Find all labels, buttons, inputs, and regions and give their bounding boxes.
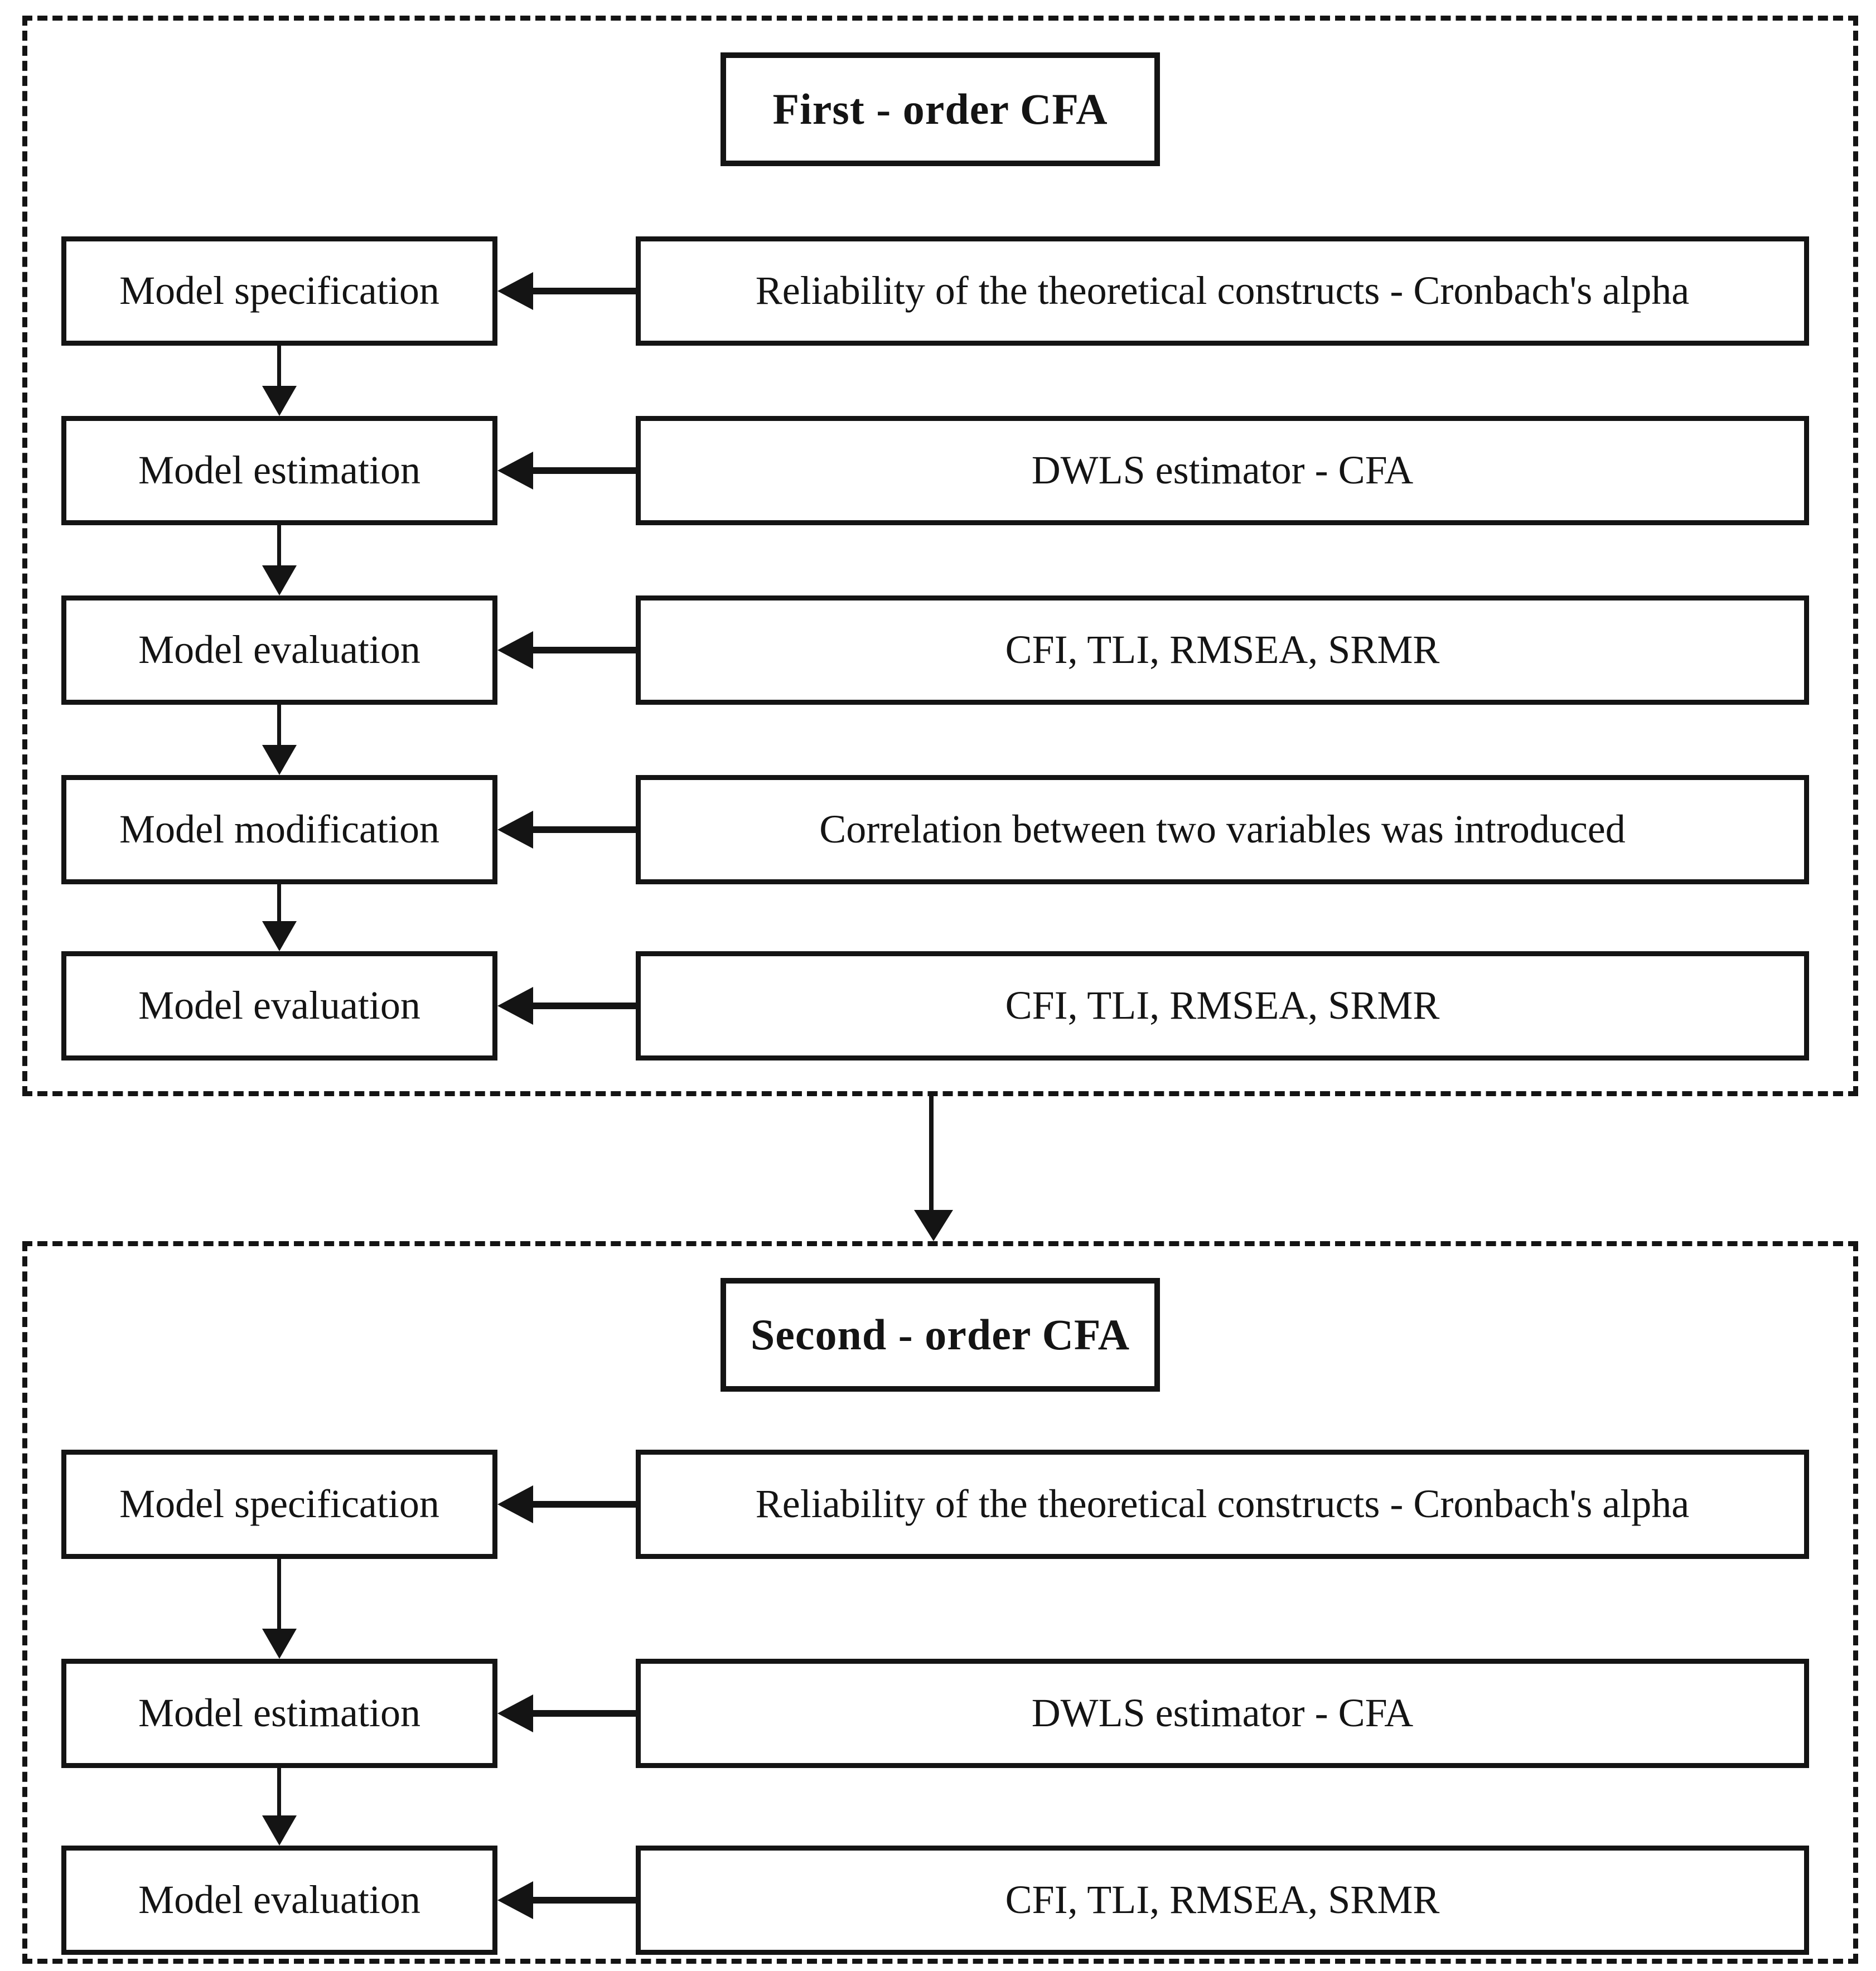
second-input-label-1: Reliability of the theoretical construct… — [755, 1481, 1690, 1527]
vertical-arrow-line — [277, 525, 281, 568]
horizontal-arrow-line — [531, 1003, 636, 1009]
second-step-label-3: Model evaluation — [138, 1877, 420, 1922]
down-arrowhead-icon — [262, 921, 297, 951]
first-order-title-box: First - order CFA — [721, 52, 1160, 166]
left-arrowhead-icon — [497, 452, 533, 490]
vertical-arrow-line — [277, 1768, 281, 1818]
first-input-box-5: CFI, TLI, RMSEA, SRMR — [636, 951, 1809, 1060]
second-step-box-3: Model evaluation — [61, 1846, 497, 1955]
first-input-box-2: DWLS estimator - CFA — [636, 416, 1809, 525]
vertical-arrow-line — [277, 346, 281, 388]
vertical-arrow-line — [277, 705, 281, 747]
first-input-label-2: DWLS estimator - CFA — [1031, 448, 1414, 493]
section-link-line — [929, 1095, 934, 1211]
second-step-box-1: Model specification — [61, 1450, 497, 1559]
left-arrowhead-icon — [497, 811, 533, 849]
section-link-arrowhead-icon — [914, 1210, 953, 1241]
vertical-arrow-line — [277, 1559, 281, 1630]
second-input-label-3: CFI, TLI, RMSEA, SRMR — [1005, 1877, 1440, 1922]
left-arrowhead-icon — [497, 987, 533, 1025]
first-step-label-1: Model specification — [119, 268, 439, 313]
first-step-box-3: Model evaluation — [61, 595, 497, 705]
second-order-section-frame — [22, 1241, 1858, 1964]
left-arrowhead-icon — [497, 1485, 533, 1523]
first-step-label-5: Model evaluation — [138, 983, 420, 1028]
first-step-box-1: Model specification — [61, 236, 497, 346]
down-arrowhead-icon — [262, 565, 297, 595]
horizontal-arrow-line — [531, 1501, 636, 1508]
second-step-label-1: Model specification — [119, 1481, 439, 1527]
horizontal-arrow-line — [531, 288, 636, 294]
first-step-box-5: Model evaluation — [61, 951, 497, 1060]
first-step-label-2: Model estimation — [138, 448, 420, 493]
second-input-label-2: DWLS estimator - CFA — [1031, 1691, 1414, 1736]
down-arrowhead-icon — [262, 386, 297, 416]
left-arrowhead-icon — [497, 631, 533, 669]
first-input-box-1: Reliability of the theoretical construct… — [636, 236, 1809, 346]
second-input-box-1: Reliability of the theoretical construct… — [636, 1450, 1809, 1559]
first-step-box-2: Model estimation — [61, 416, 497, 525]
horizontal-arrow-line — [531, 1710, 636, 1717]
first-step-label-4: Model modification — [119, 807, 439, 852]
horizontal-arrow-line — [531, 826, 636, 833]
first-order-title: First - order CFA — [772, 85, 1108, 133]
horizontal-arrow-line — [531, 647, 636, 653]
second-step-box-2: Model estimation — [61, 1659, 497, 1768]
first-input-box-4: Correlation between two variables was in… — [636, 775, 1809, 884]
down-arrowhead-icon — [262, 1629, 297, 1659]
second-step-label-2: Model estimation — [138, 1691, 420, 1736]
first-order-section-frame — [22, 16, 1858, 1096]
first-step-box-4: Model modification — [61, 775, 497, 884]
second-order-title-box: Second - order CFA — [721, 1278, 1160, 1392]
left-arrowhead-icon — [497, 1694, 533, 1732]
left-arrowhead-icon — [497, 1881, 533, 1919]
second-input-box-2: DWLS estimator - CFA — [636, 1659, 1809, 1768]
second-input-box-3: CFI, TLI, RMSEA, SRMR — [636, 1846, 1809, 1955]
first-input-label-4: Correlation between two variables was in… — [819, 807, 1626, 852]
vertical-arrow-line — [277, 884, 281, 923]
first-input-box-3: CFI, TLI, RMSEA, SRMR — [636, 595, 1809, 705]
first-input-label-3: CFI, TLI, RMSEA, SRMR — [1005, 627, 1440, 672]
horizontal-arrow-line — [531, 1897, 636, 1904]
second-order-title: Second - order CFA — [750, 1310, 1130, 1359]
down-arrowhead-icon — [262, 745, 297, 775]
down-arrowhead-icon — [262, 1815, 297, 1846]
first-input-label-5: CFI, TLI, RMSEA, SRMR — [1005, 983, 1440, 1028]
first-input-label-1: Reliability of the theoretical construct… — [755, 268, 1690, 313]
left-arrowhead-icon — [497, 272, 533, 310]
first-step-label-3: Model evaluation — [138, 627, 420, 672]
horizontal-arrow-line — [531, 467, 636, 474]
